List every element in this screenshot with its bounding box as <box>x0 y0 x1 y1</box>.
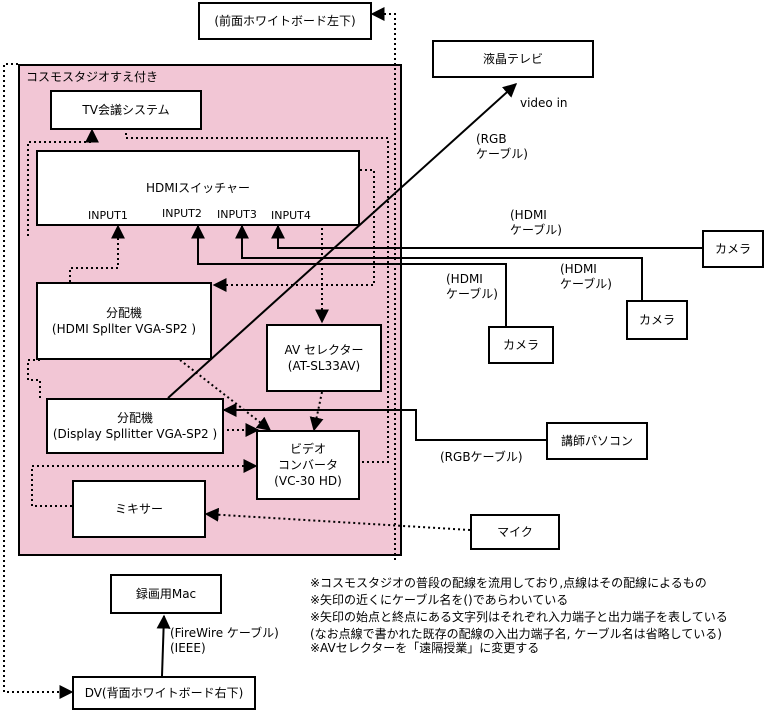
tv-conference-node: TV会議システム <box>50 90 202 130</box>
edge-label-firewire: (FireWire ケーブル) (IEEE) <box>170 626 279 655</box>
camera-mid-node: カメラ <box>626 300 688 340</box>
line-camera-right-to-input4 <box>271 224 702 249</box>
edge-label-rgb-cable-pc: (RGBケーブル) <box>440 450 523 464</box>
camera-right-node: カメラ <box>702 230 764 268</box>
note-line-3: ※矢印の始点と終点にある文字列はそれぞれ入力端子と出力端子を表している <box>310 610 728 624</box>
video-converter-node: ビデオ コンバータ (VC-30 HD) <box>256 430 360 500</box>
note-line-5: ※AVセレクターを「遠隔授業」に変更する <box>310 641 540 655</box>
dotted-line-switcher-to-splitter-hdmi <box>212 169 375 292</box>
note-line-4: (なお点線で書かれた既存の配線の入出力端子名, ケーブル名は省略している) <box>310 627 722 641</box>
dotted-line-mixer-to-converter <box>31 459 258 507</box>
dotted-line-splitter-hdmi-to-converter <box>179 359 272 431</box>
note-line-2: ※矢印の近くにケーブル名を()であらわいている <box>310 593 569 607</box>
dotted-line-switcher-to-tvconf <box>27 128 99 236</box>
line-pc-to-splitter <box>222 403 546 441</box>
note-line-1: ※コスモスタジオの普段の配線を流用しており,点線はその配線によるもの <box>310 576 707 590</box>
port-input3: INPUT3 <box>217 208 257 221</box>
dotted-line-to-whiteboard <box>370 7 396 560</box>
port-input4: INPUT4 <box>271 209 311 222</box>
dotted-line-tvconf-switcher-right <box>125 128 389 463</box>
lecturer-pc-node: 講師パソコン <box>546 422 648 460</box>
dotted-line-mic-to-mixer <box>204 507 471 531</box>
port-input1: INPUT1 <box>88 209 128 222</box>
dotted-line-splitter-to-input1 <box>69 224 125 282</box>
mic-node: マイク <box>470 514 560 550</box>
port-input2: INPUT2 <box>162 207 202 220</box>
dotted-line-left-loop <box>27 359 41 398</box>
line-camera-left-to-input2 <box>191 224 507 326</box>
line-camera-mid-to-input3 <box>235 224 643 300</box>
lcd-tv-node: 液晶テレビ <box>432 40 594 78</box>
line-splitter-to-tv <box>167 83 518 399</box>
dv-node: DV(背面ホワイトボード右下) <box>72 676 256 710</box>
splitter-hdmi-node: 分配機 (HDMI Spllter VGA-SP2 ) <box>36 282 212 360</box>
edge-label-video-in: video in <box>520 96 568 110</box>
dotted-line-to-dv <box>3 63 74 699</box>
edge-label-hdmi-cable-mid: (HDMI ケーブル) <box>560 262 612 291</box>
studio-region-label: コスモスタジオすえ付き <box>26 70 159 84</box>
edge-label-hdmi-cable-right: (HDMI ケーブル) <box>510 208 562 237</box>
line-dv-to-mac <box>156 614 171 677</box>
dotted-line-avselector-to-converter <box>309 391 324 432</box>
rec-mac-node: 録画用Mac <box>110 574 222 614</box>
whiteboard-front-node: (前面ホワイトボード左下) <box>198 2 372 40</box>
edge-label-rgb-cable: (RGB ケーブル) <box>476 132 528 161</box>
av-selector-node: AV セレクター (AT-SL33AV) <box>266 324 382 392</box>
mixer-node: ミキサー <box>72 480 206 538</box>
camera-left-node: カメラ <box>488 326 554 364</box>
splitter-display-node: 分配機 (Display Spllitter VGA-SP2 ) <box>46 398 224 454</box>
edge-label-hdmi-cable-left: (HDMI ケーブル) <box>446 272 498 301</box>
hdmi-switcher-node: HDMIスイッチャー <box>36 150 360 226</box>
